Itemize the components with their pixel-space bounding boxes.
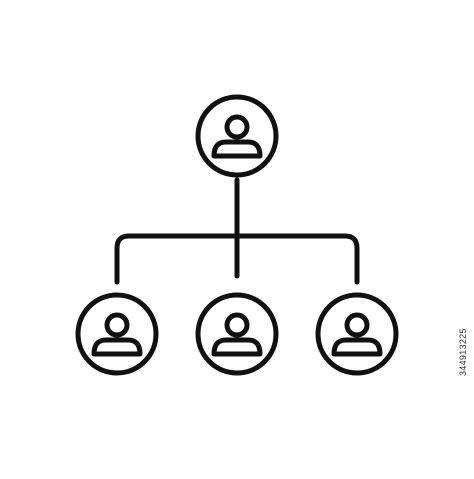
bottom-right-person-circle	[315, 292, 399, 376]
connector-lines	[114, 177, 360, 285]
branch-line	[114, 233, 360, 285]
bottom-left-person-circle	[75, 292, 159, 376]
bottom-left-person-node	[75, 292, 159, 376]
top-person-body-icon	[211, 139, 263, 159]
bottom-center-person-head-icon	[224, 312, 250, 338]
bottom-right-person-head-icon	[344, 312, 370, 338]
top-person-head-icon	[224, 114, 250, 140]
bottom-right-person-node	[315, 292, 399, 376]
bottom-center-person-body-icon	[211, 337, 263, 357]
bottom-left-person-body-icon	[91, 337, 143, 357]
bottom-right-person-body-icon	[331, 337, 383, 357]
bottom-center-person-node	[195, 292, 279, 376]
top-person-circle	[195, 94, 279, 178]
stock-image-id: 344913225	[458, 328, 468, 376]
bottom-center-person-circle	[195, 292, 279, 376]
bottom-left-person-head-icon	[104, 312, 130, 338]
top-person-node	[195, 94, 279, 178]
